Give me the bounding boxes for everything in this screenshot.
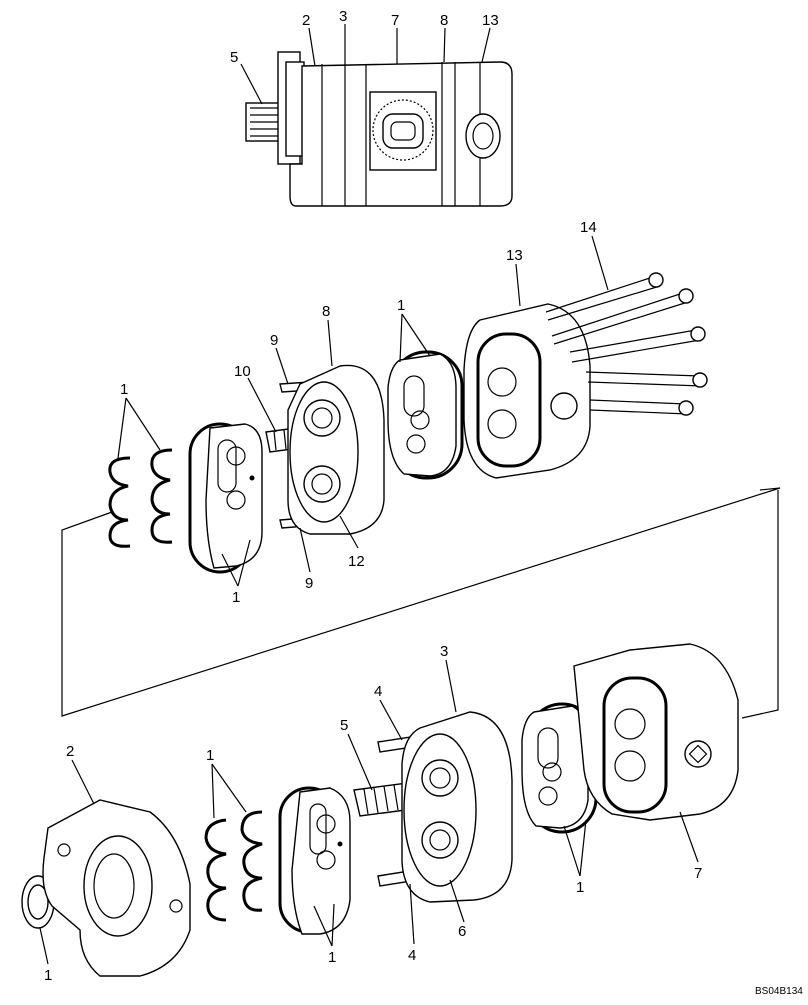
callout-lower-4a: 4 — [374, 683, 382, 700]
end-cover-upper — [463, 303, 591, 479]
callout-lower-7: 7 — [694, 865, 702, 882]
callout-top-7: 7 — [391, 12, 399, 29]
callout-upper-9a: 9 — [270, 332, 278, 349]
callout-upper-13: 13 — [506, 247, 523, 264]
callout-lower-1c: 1 — [576, 879, 584, 896]
callout-top-3: 3 — [339, 8, 347, 25]
port-housing-lower — [573, 643, 739, 821]
callout-upper-1c: 1 — [232, 589, 240, 606]
assembly-path-lines — [61, 487, 781, 719]
seal-pair-upper — [108, 448, 173, 548]
leader-lines — [39, 24, 699, 965]
callout-upper-9b: 9 — [305, 575, 313, 592]
callout-lower-5: 5 — [340, 717, 348, 734]
wear-plate-upper — [188, 422, 263, 574]
callout-top-13: 13 — [482, 12, 499, 29]
callout-upper-10: 10 — [234, 363, 251, 380]
callout-upper-8: 8 — [322, 303, 330, 320]
callout-lower-6: 6 — [458, 923, 466, 940]
drawing-id: BS04B134 — [755, 986, 803, 997]
mounting-flange-lower — [42, 799, 191, 977]
assembled-pump-drawing — [245, 51, 513, 207]
gear-housing-upper — [287, 364, 385, 535]
seal-pair-lower — [204, 810, 263, 922]
callout-top-8: 8 — [440, 12, 448, 29]
callout-top-2: 2 — [302, 12, 310, 29]
callout-lower-1b: 1 — [328, 949, 336, 966]
callout-lower-3: 3 — [440, 643, 448, 660]
callout-upper-1a: 1 — [120, 381, 128, 398]
callout-labels: 5 2 3 7 8 13 14 13 8 9 10 1 1 1 9 12 2 1… — [44, 8, 702, 984]
gear-housing-lower — [401, 711, 513, 903]
bolt-set — [545, 272, 708, 416]
callout-lower-1d: 1 — [44, 967, 52, 984]
callout-lower-4b: 4 — [408, 947, 416, 964]
callout-upper-12: 12 — [348, 553, 365, 570]
callout-upper-1b: 1 — [397, 297, 405, 314]
wear-plate-lower — [278, 786, 351, 935]
callout-upper-14: 14 — [580, 219, 597, 236]
seal-plate-upper — [387, 350, 464, 480]
callout-lower-1a: 1 — [206, 747, 214, 764]
callout-lower-2: 2 — [66, 743, 74, 760]
callout-top-5: 5 — [230, 49, 238, 66]
